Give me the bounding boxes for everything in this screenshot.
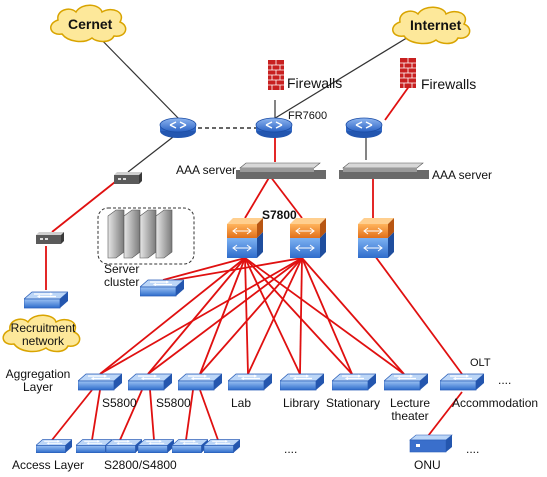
- aggregation-switch-icon: [228, 373, 272, 391]
- access-switch-icon: [138, 439, 174, 454]
- switch-icon: [24, 291, 68, 309]
- firewalls-right-label: Firewalls: [421, 76, 477, 92]
- ellipsis-aggregation: ....: [498, 373, 512, 387]
- aggregation-switch-icon: [280, 373, 324, 391]
- access-switch-icon: [172, 439, 208, 454]
- aggregation-switch-icon: [332, 373, 376, 391]
- ellipsis-onu: ....: [466, 442, 480, 456]
- access-switch-icon: [36, 439, 72, 454]
- aggregation-node-label: S5800: [156, 396, 191, 410]
- aaa-server-left-icon: [236, 162, 326, 179]
- router-icon: [159, 117, 197, 139]
- cernet-cloud-icon: [50, 4, 127, 43]
- aaa-server-right-icon: [339, 162, 429, 179]
- recruitment-network-label: Recruitment network: [10, 321, 76, 349]
- firewall-icon: [400, 58, 416, 88]
- black-links: [91, 24, 429, 173]
- aaa-server-left-label: AAA server: [176, 163, 237, 177]
- ellipsis-access: ....: [284, 442, 298, 456]
- aaa-server-right-label: AAA server: [432, 168, 493, 182]
- core-switch-icon: [358, 218, 394, 258]
- firewalls-left-label: Firewalls: [287, 75, 343, 91]
- server-cluster-label: Server cluster: [104, 262, 140, 290]
- firewall-icon: [268, 60, 284, 90]
- access-switch-icon: [204, 439, 240, 454]
- red-links: [45, 84, 463, 441]
- modem-icon: [36, 232, 64, 244]
- router-icon: [255, 117, 293, 139]
- server-icon: [107, 209, 173, 259]
- olt-switch-icon: [440, 373, 484, 391]
- aggregation-node-label: Lecture theater: [389, 396, 431, 424]
- aggregation-node-label: Stationary: [326, 396, 381, 410]
- aggregation-node-label: Lab: [231, 396, 252, 410]
- s2800-s4800-label: S2800/S4800: [104, 458, 177, 472]
- aggregation-switch-icon: [384, 373, 428, 391]
- cernet-label: Cernet: [68, 16, 113, 32]
- core-switch-icon: [227, 218, 263, 258]
- aggregation-node-label: Accommodation: [452, 396, 539, 410]
- core-switch-icon: [290, 218, 326, 258]
- olt-label: OLT: [470, 357, 491, 369]
- modem-icon: [114, 172, 142, 184]
- switch-icon: [140, 279, 184, 297]
- server-cluster-box: [97, 207, 195, 265]
- onu-icon: [409, 434, 453, 453]
- aggregation-switch-icon: [178, 373, 222, 391]
- router-icon: [345, 117, 383, 139]
- aggregation-switch-icon: [128, 373, 172, 391]
- internet-label: Internet: [410, 17, 462, 33]
- recruitment-cloud-icon: [2, 314, 81, 353]
- s7800-label: S7800: [262, 208, 297, 222]
- onu-label: ONU: [414, 458, 441, 472]
- aggregation-layer-label: Aggregation Layer: [5, 367, 71, 395]
- aggregation-node-label: S5800: [102, 396, 137, 410]
- fr7600-label: FR7600: [288, 110, 328, 122]
- aggregation-switch-icon: [78, 373, 122, 391]
- access-switch-icon: [106, 439, 142, 454]
- aggregation-node-label: Library: [283, 396, 320, 410]
- internet-cloud-icon: [392, 6, 471, 45]
- access-layer-label: Access Layer: [12, 458, 85, 472]
